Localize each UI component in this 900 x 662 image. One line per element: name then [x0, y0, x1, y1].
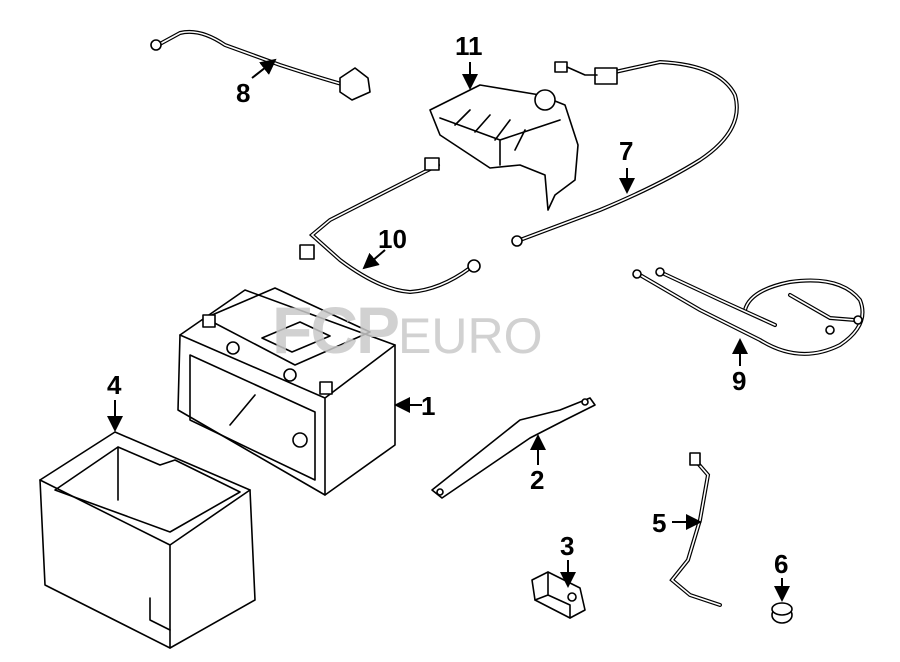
part-3-clip: [531, 571, 586, 619]
part-1-battery: [177, 287, 396, 496]
part-11-distribution-box: [429, 84, 579, 211]
callout-3: 3: [560, 531, 575, 561]
callout-8: 8: [236, 78, 251, 108]
callout-9: 9: [732, 366, 747, 396]
callout-7: 7: [619, 136, 634, 166]
part-6-plug: [771, 602, 793, 624]
callout-5: 5: [652, 508, 667, 538]
callout-2: 2: [530, 465, 545, 495]
callout-11: 11: [455, 31, 483, 61]
part-8-cable: [150, 29, 371, 101]
callout-4: 4: [107, 370, 122, 400]
callout-6: 6: [774, 549, 789, 579]
part-2-bracket: [431, 397, 596, 499]
part-5-vent-hose: [669, 452, 722, 607]
part-4-battery-tray: [39, 431, 256, 649]
callout-1: 1: [421, 391, 436, 421]
callout-arrows: [107, 58, 790, 602]
part-10-cable: [299, 157, 481, 295]
part-7-cable: [511, 59, 739, 247]
part-9-cable-set: [632, 267, 865, 356]
callout-10: 10: [378, 224, 407, 254]
